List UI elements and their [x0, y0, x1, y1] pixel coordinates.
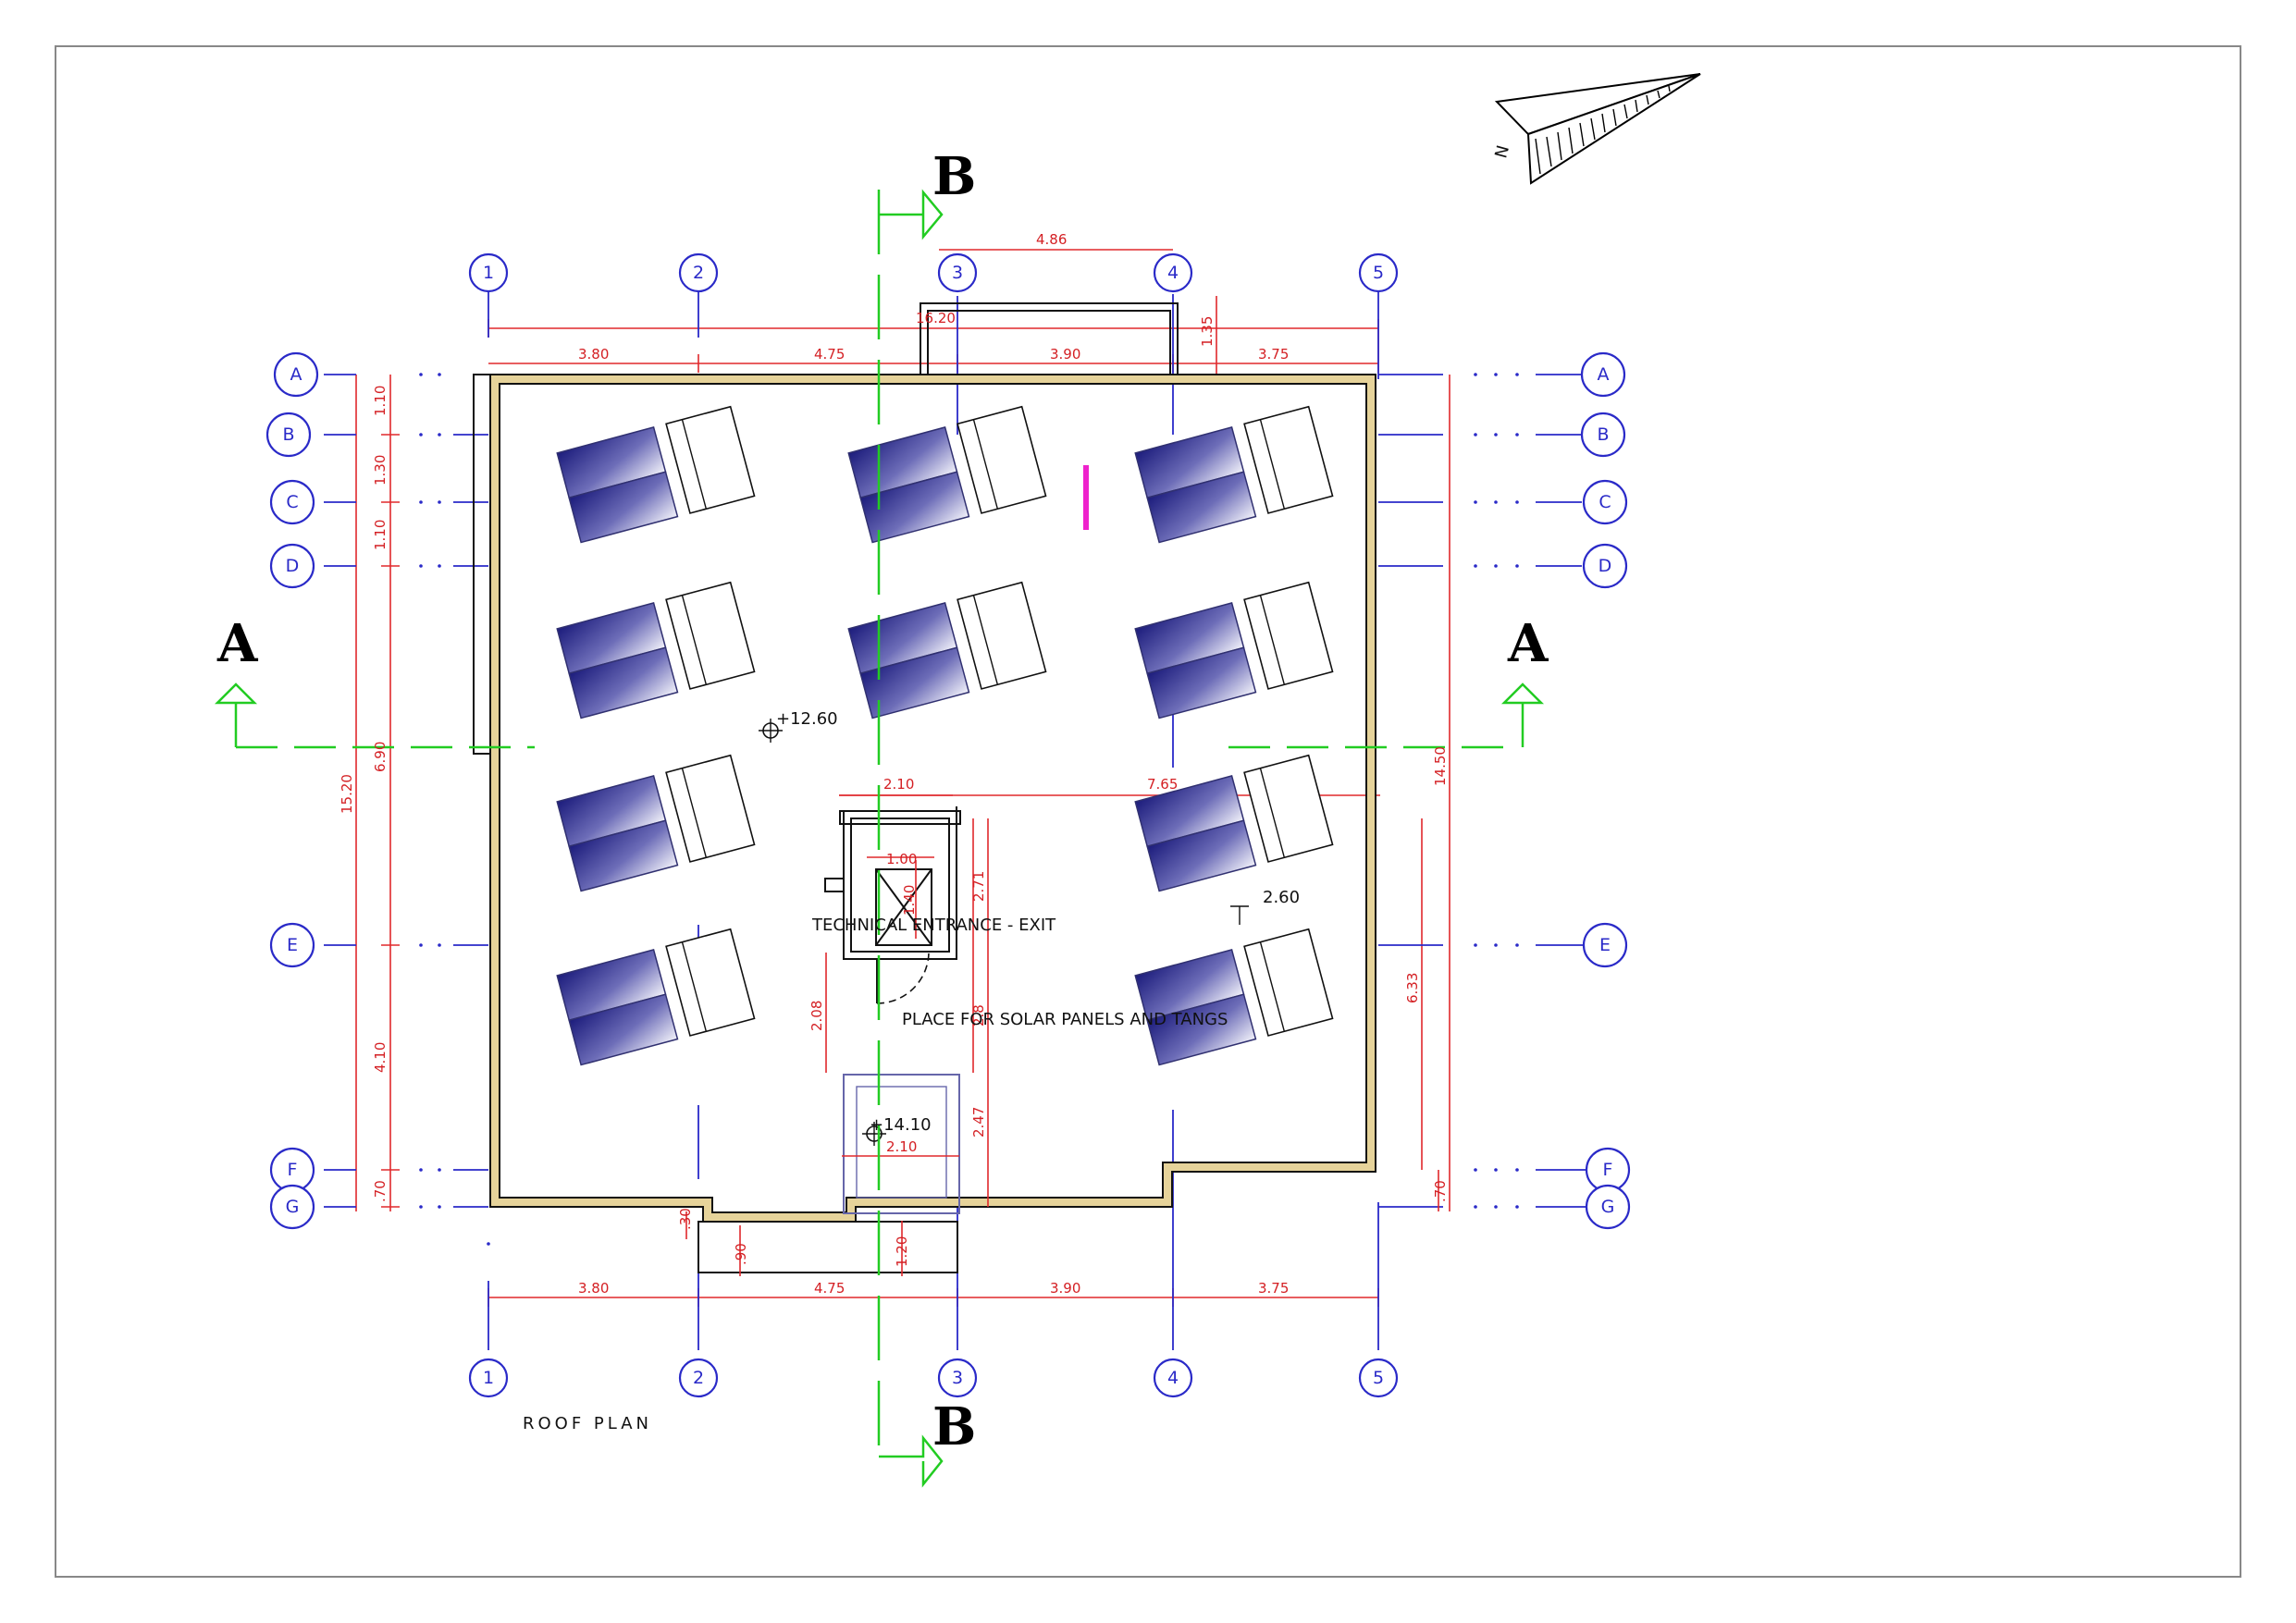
dimension-lines [355, 249, 1450, 1307]
dim-top-overall: 16.20 [916, 310, 956, 326]
row-bubble-d: D [286, 556, 300, 576]
dim-left-seg-5: 4.10 [372, 1042, 389, 1073]
row-bubble-f-right: F [1603, 1160, 1613, 1180]
column-bubble-4-bottom: 4 [1167, 1368, 1179, 1388]
dim-right-bottom: .70 [1432, 1180, 1449, 1202]
solar-panel-group [1134, 405, 1334, 544]
dim-notch-90: .90 [733, 1243, 749, 1265]
dim-top-bay-1: 3.80 [578, 346, 609, 363]
row-bubble-g: G [286, 1197, 300, 1217]
building-outline [473, 302, 1376, 1273]
level-markers [759, 719, 1249, 1146]
north-label: N [1491, 143, 1513, 160]
solar-panel-group [847, 405, 1047, 544]
section-label-a-left: A [216, 613, 259, 674]
row-bubble-e: E [287, 935, 298, 955]
dim-left-overall: 15.20 [339, 774, 355, 814]
solar-panel-group [1134, 581, 1334, 719]
dim-bottom-box-width: 2.10 [886, 1138, 917, 1155]
column-bubble-3-bottom: 3 [952, 1368, 963, 1388]
dim-left-seg-1: 1.10 [372, 386, 389, 416]
dim-bottom-bay-2: 4.75 [814, 1280, 845, 1297]
row-bubble-c: C [286, 492, 298, 512]
note-solar-panels: PLACE FOR SOLAR PANELS AND TANGS [902, 1010, 1228, 1029]
dimension-texts: 16.20 4.86 3.80 4.75 3.90 3.75 1.35 3.80… [339, 231, 1449, 1297]
dim-vertical-271: 2.71 [970, 871, 987, 902]
column-bubble-4: 4 [1167, 263, 1179, 283]
dim-right-lower: 6.33 [1404, 973, 1421, 1003]
dim-inner-top-right: 7.65 [1147, 776, 1178, 793]
solar-panel-group [1134, 754, 1334, 892]
section-label-b-bottom: B [932, 1396, 976, 1457]
dim-inner-top-left: 2.10 [883, 776, 914, 793]
row-bubble-d-right: D [1599, 556, 1612, 576]
dim-right-overall: 14.50 [1432, 746, 1449, 786]
dim-top-bay-4: 3.75 [1258, 346, 1289, 363]
column-bubble-2: 2 [693, 263, 704, 283]
dim-top-bay-2: 4.75 [814, 346, 845, 363]
dim-top-bay-3: 3.90 [1050, 346, 1080, 363]
dim-left-seg-6: .70 [372, 1180, 389, 1202]
section-label-a-right: A [1507, 613, 1549, 674]
column-bubble-1: 1 [483, 263, 494, 283]
row-bubble-e-right: E [1599, 935, 1611, 955]
solar-panels [556, 405, 1334, 1066]
row-bubble-a-right: A [1598, 364, 1610, 385]
dim-vertical-247: 2.47 [970, 1107, 987, 1137]
dim-bottom-bay-3: 3.90 [1050, 1280, 1080, 1297]
dim-notch-30: .30 [677, 1208, 694, 1230]
dim-vertical-28: 2.8 [970, 1004, 987, 1027]
grid-bubbles-columns-bottom: 1 2 3 4 5 [468, 1358, 1399, 1398]
dim-left-seg-3: 1.10 [372, 520, 389, 550]
grid-bubbles-columns-top: 1 2 3 4 5 [468, 252, 1399, 293]
dim-left-seg-2: 1.30 [372, 455, 389, 486]
row-bubble-f: F [288, 1160, 298, 1180]
solar-panel-group [556, 754, 756, 892]
dim-hatch-width: 1.00 [886, 851, 917, 867]
column-bubble-3: 3 [952, 263, 963, 283]
dim-left-seg-4: 6.90 [372, 742, 389, 772]
dim-top-stair-width: 4.86 [1036, 231, 1067, 248]
row-bubble-b: B [282, 424, 294, 445]
row-bubble-a: A [290, 364, 302, 385]
inner-dimensions [685, 794, 1439, 1276]
row-bubble-b-right: B [1597, 424, 1609, 445]
grid-bubbles-rows-left: A B C D E F G [265, 351, 319, 1230]
column-bubble-5-bottom: 5 [1373, 1368, 1384, 1388]
grid-lines [324, 291, 1586, 1350]
solar-panel-group [556, 928, 756, 1066]
north-arrow: N [1491, 73, 1701, 185]
dim-bottom-bay-4: 3.75 [1258, 1280, 1289, 1297]
section-label-b-top: B [932, 146, 976, 207]
solar-panel-group [847, 581, 1047, 719]
dim-hatch-depth: 1.40 [901, 885, 918, 916]
solar-panel-group [556, 581, 756, 719]
solar-panel-group [556, 405, 756, 544]
dim-bottom-bay-1: 3.80 [578, 1280, 609, 1297]
row-bubble-g-right: G [1601, 1197, 1615, 1217]
dim-notch-120: 1.20 [894, 1236, 910, 1267]
sheet-border [55, 45, 2241, 1578]
section-lines [214, 189, 1545, 1488]
row-bubble-c-right: C [1599, 492, 1611, 512]
level-roof: +12.60 [776, 709, 838, 729]
dim-vertical-208: 2.08 [809, 1001, 825, 1031]
note-technical-entrance: TECHNICAL ENTRANCE - EXIT [811, 916, 1056, 935]
dim-top-stair-depth: 1.35 [1199, 316, 1216, 347]
grid-bubbles-rows-right: A B C D E F G [1580, 351, 1631, 1230]
solar-panel-group [1134, 928, 1334, 1066]
level-stair: +14.10 [870, 1115, 932, 1135]
column-bubble-2-bottom: 2 [693, 1368, 704, 1388]
drawing-title: ROOF PLAN [523, 1414, 652, 1433]
level-right: 2.60 [1263, 888, 1300, 907]
column-bubble-5: 5 [1373, 263, 1384, 283]
column-bubble-1-bottom: 1 [483, 1368, 494, 1388]
